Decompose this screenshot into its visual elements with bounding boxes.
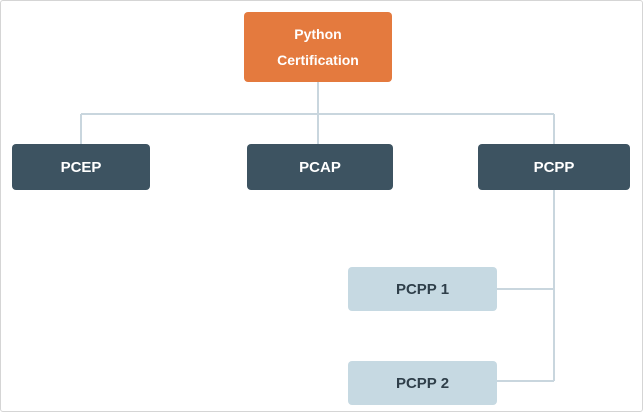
node-python-certification: Python Certification bbox=[244, 12, 392, 82]
node-pcap: PCAP bbox=[247, 144, 393, 190]
node-pcpp: PCPP bbox=[478, 144, 630, 190]
node-pcpp-1: PCPP 1 bbox=[348, 267, 497, 311]
node-pcpp-2: PCPP 2 bbox=[348, 361, 497, 405]
node-pcep: PCEP bbox=[12, 144, 150, 190]
